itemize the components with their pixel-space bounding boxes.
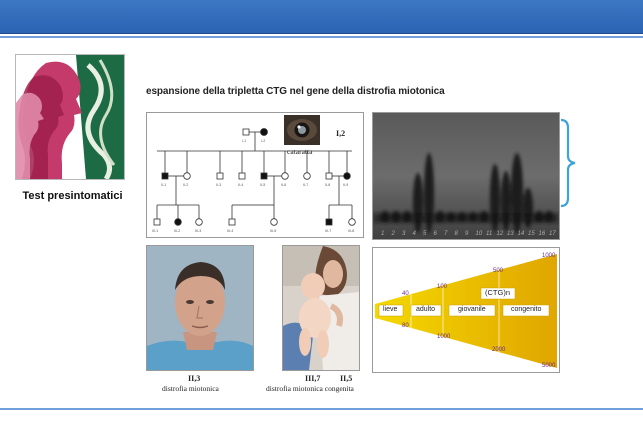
bottom-number-1000: 1000 (437, 334, 451, 340)
svg-text:III-2: III-2 (174, 229, 180, 233)
top-divider (0, 36, 643, 38)
category-adulto: adulto (416, 306, 436, 313)
svg-text:III-3: III-3 (195, 229, 201, 233)
gel-lane-label: 12 (497, 231, 504, 237)
bottom-number-2000: 2000 (492, 347, 506, 353)
gel-lane-label: 6 (434, 231, 438, 237)
patient-photo-mother-child (282, 245, 360, 371)
gel-lane-label: 13 (507, 231, 514, 237)
svg-text:II-4: II-4 (238, 183, 243, 187)
eye-caption: cataratta (287, 147, 313, 156)
repeat-label: (CTG)n (485, 288, 510, 297)
photo2-id-right: II,5 (340, 374, 353, 383)
gel-lane-label: 3 (402, 231, 406, 237)
svg-text:III-8: III-8 (348, 229, 354, 233)
photo2-caption: distrofia miotonica congenita (266, 384, 354, 393)
gel-lane-label: 5 (423, 231, 427, 237)
gel-lane-label: 1 (381, 231, 384, 237)
bottom-divider (0, 408, 643, 410)
svg-text:II-6: II-6 (281, 183, 286, 187)
photo1-id: II,3 (188, 374, 201, 383)
svg-text:II-7: II-7 (303, 183, 308, 187)
gel-lane-label: 2 (391, 231, 396, 237)
gel-lane-label: 15 (528, 231, 535, 237)
pedigree-chart: I-1 I-2 II-1 II-2 II-3 II-4 II-5 II-6 II-7 II-… (152, 115, 356, 233)
svg-text:II-2: II-2 (183, 183, 188, 187)
slide-title: espansione della tripletta CTG nel gene … (146, 86, 445, 97)
gel-lane-label: 10 (476, 231, 483, 237)
gel-lane-label: 11 (486, 231, 492, 237)
pedigree-panel: I-1 I-2 II-1 II-2 II-3 II-4 II-5 II-6 II-7 II-… (146, 112, 364, 238)
gel-lane-label: 16 (539, 231, 546, 237)
svg-text:III-1: III-1 (152, 229, 158, 233)
svg-text:I-2: I-2 (261, 139, 265, 143)
photo1-caption: distrofia miotonica (162, 384, 219, 393)
svg-text:II-3: II-3 (216, 183, 221, 187)
category-congenito: congenito (511, 306, 542, 313)
repeat-funnel-diagram: (CTG)n lieve adulto giovanile congenito … (372, 247, 560, 373)
logo-caption: Test presintomatici (22, 190, 123, 202)
bracket-icon (560, 118, 576, 208)
svg-text:III-7: III-7 (325, 229, 331, 233)
category-giovanile: giovanile (458, 306, 486, 313)
patient-photo-adult (146, 245, 254, 371)
category-lieve: lieve (383, 306, 398, 313)
svg-text:II-1: II-1 (161, 183, 166, 187)
gel-lane-label: 17 (549, 231, 556, 237)
svg-text:III-4: III-4 (227, 229, 233, 233)
header-bar (0, 0, 643, 34)
svg-text:II-8: II-8 (325, 183, 330, 187)
top-number-500: 500 (493, 268, 504, 274)
generation-label: I,2 (336, 129, 346, 138)
gel-lane-label: 14 (518, 231, 525, 237)
top-number-40: 40 (402, 291, 409, 297)
photo2-id-left: III,7 (305, 374, 321, 383)
gel-lane-label: 8 (455, 231, 459, 237)
gel-lane-label: 7 (444, 231, 448, 237)
svg-text:II-5: II-5 (260, 183, 265, 187)
svg-text:II-9: II-9 (343, 183, 348, 187)
bottom-number-80: 80 (402, 323, 409, 329)
svg-text:I-1: I-1 (242, 139, 246, 143)
gel-lane-label: 4 (413, 231, 417, 237)
bottom-number-5000: 5000 (542, 363, 556, 369)
top-number-1000: 1000 (542, 253, 556, 259)
gel-lane-label: 9 (465, 231, 469, 237)
logo-image (15, 54, 125, 180)
top-number-100: 100 (437, 284, 448, 290)
svg-text:III-5: III-5 (270, 229, 276, 233)
